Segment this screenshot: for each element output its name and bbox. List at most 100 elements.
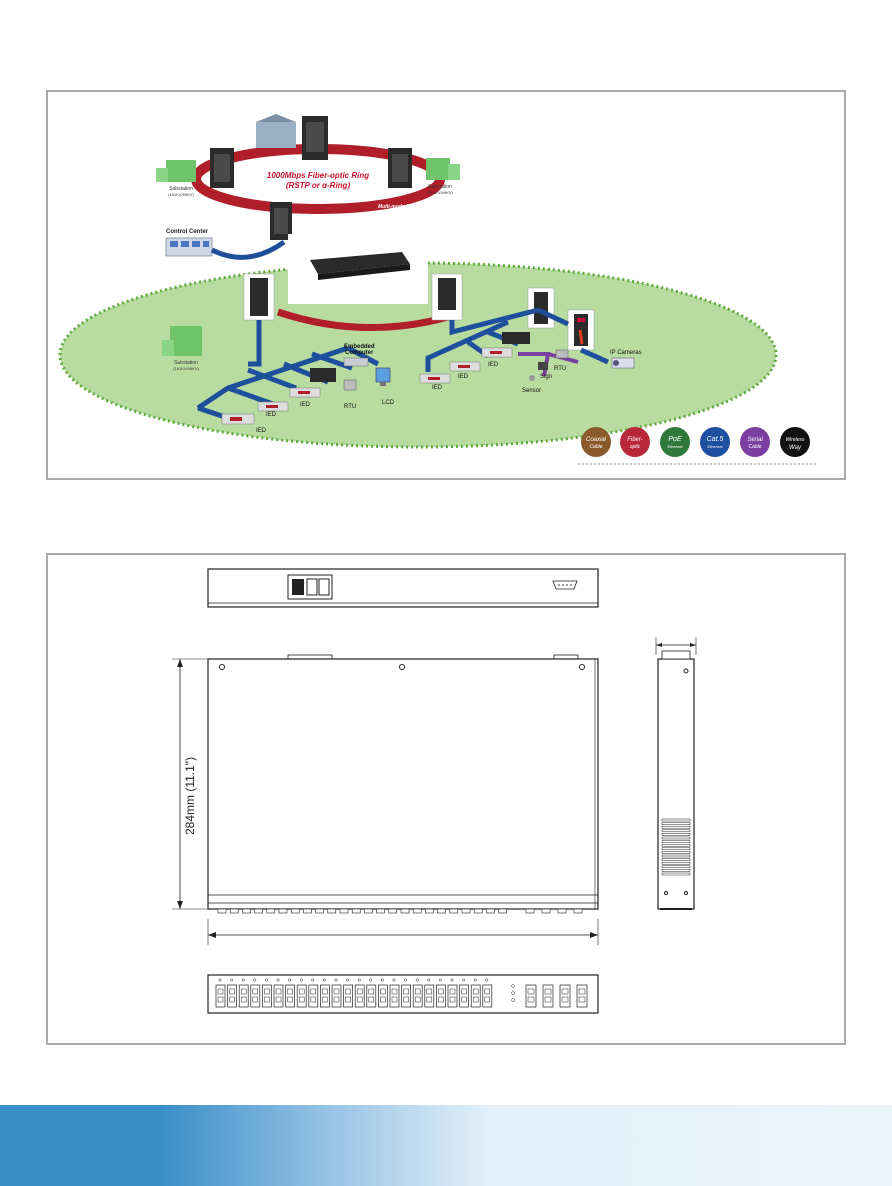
substation-left-sub: (161KV/69KV) <box>168 192 194 197</box>
rack-chassis-icon <box>310 252 410 280</box>
slot-card <box>308 984 319 1008</box>
ied-device-icon <box>289 387 321 398</box>
slot-card <box>331 984 342 1008</box>
front-tab <box>557 908 567 914</box>
slot-port <box>380 996 386 1003</box>
vent-slot <box>661 840 691 843</box>
slot-port <box>356 996 363 1003</box>
slot-card <box>436 984 446 1008</box>
slot-led <box>427 978 431 982</box>
field-area <box>58 261 778 449</box>
front-tab <box>266 908 276 914</box>
ied-label-5: IED <box>458 374 469 380</box>
screw-icon <box>219 664 225 670</box>
slot-port <box>368 996 375 1003</box>
slot-port <box>368 988 375 995</box>
embedded-label-1: Embedded <box>344 344 375 350</box>
slot-card <box>366 984 377 1008</box>
slot-port <box>461 996 467 1003</box>
slot-port <box>578 988 586 995</box>
slot-card <box>227 984 237 1008</box>
indicator-led <box>511 998 515 1002</box>
front-tab <box>364 908 373 914</box>
front-tab <box>290 908 300 914</box>
slot-port <box>310 996 317 1003</box>
front-tab <box>351 908 361 914</box>
slot-card <box>215 984 226 1008</box>
substation-left-label: Substation <box>169 186 193 192</box>
ied-device-icon <box>481 347 513 358</box>
slot-port <box>438 996 444 1003</box>
slot-led <box>438 978 442 982</box>
slot-port <box>449 988 456 995</box>
indicator-led <box>511 984 515 988</box>
depth-label: 284mm (11.1") <box>183 757 197 835</box>
slot-port <box>275 988 282 995</box>
slot-port <box>561 988 569 995</box>
slot-port <box>240 988 247 995</box>
vent-slot <box>661 843 691 847</box>
application-diagram-panel: 1000Mbps Fiber-optic Ring (RSTP or α-Rin… <box>46 90 846 480</box>
slot-port <box>484 996 491 1003</box>
slot-port <box>322 996 328 1003</box>
slot-port <box>426 988 433 995</box>
svg-text:Wireless: Wireless <box>785 437 805 443</box>
ied-label-4: IED <box>432 385 443 391</box>
switch-top-left-icon <box>210 148 234 188</box>
front-tab <box>486 908 495 914</box>
rtu-label-1: RTU <box>344 404 356 410</box>
front-tab <box>242 908 251 914</box>
svg-text:Cat.5: Cat.5 <box>707 436 724 443</box>
svg-text:optic: optic <box>630 444 641 450</box>
slot-card <box>559 984 571 1008</box>
screw-icon <box>684 891 688 895</box>
slot-card <box>343 984 353 1008</box>
footer-band <box>0 1105 892 1186</box>
slot-card <box>470 984 481 1008</box>
screw-icon <box>399 664 405 670</box>
slot-port <box>345 996 351 1003</box>
slot-port <box>252 988 259 995</box>
front-tab <box>217 908 227 914</box>
media-converter-1-icon <box>534 292 548 324</box>
slot-port <box>544 996 552 1003</box>
slot-card <box>285 984 295 1008</box>
slot-card <box>389 984 400 1008</box>
slot-led <box>241 978 245 982</box>
slot-port <box>264 988 270 995</box>
front-tab <box>254 908 263 914</box>
slot-port <box>287 988 293 995</box>
slot-port <box>561 996 569 1003</box>
rtu-label-2: RTU <box>554 366 566 372</box>
vent-slot <box>661 829 691 833</box>
slot-port <box>333 988 340 995</box>
slot-card <box>250 984 261 1008</box>
slot-card <box>238 984 249 1008</box>
slot-port <box>426 996 433 1003</box>
slot-card <box>459 984 469 1008</box>
svg-text:Way: Way <box>789 445 802 451</box>
ied-device-icon <box>257 401 289 412</box>
control-center-link <box>210 239 286 260</box>
indicator-led <box>511 991 515 995</box>
slot-led <box>334 978 338 982</box>
ied-device-icon <box>221 413 255 425</box>
legend-fiber: Fiber- optic <box>620 427 650 457</box>
slot-port <box>217 988 224 995</box>
ied-device-icon <box>449 361 481 372</box>
front-tab <box>278 908 288 914</box>
slot-led <box>369 978 373 982</box>
depth-dimension <box>172 658 208 910</box>
slot-card <box>542 984 554 1008</box>
field-switch-left-icon <box>250 278 268 316</box>
ied-label-3: IED <box>300 402 311 408</box>
slot-port <box>264 996 270 1003</box>
front-tab <box>327 908 337 914</box>
slot-led <box>253 978 257 982</box>
slot-port <box>240 996 247 1003</box>
building-left-icon <box>156 160 196 182</box>
slot-led <box>392 978 396 982</box>
slot-led <box>346 978 350 982</box>
legend-cat5: Cat.5 Ethernet <box>700 427 730 457</box>
control-center-icon <box>165 237 213 257</box>
